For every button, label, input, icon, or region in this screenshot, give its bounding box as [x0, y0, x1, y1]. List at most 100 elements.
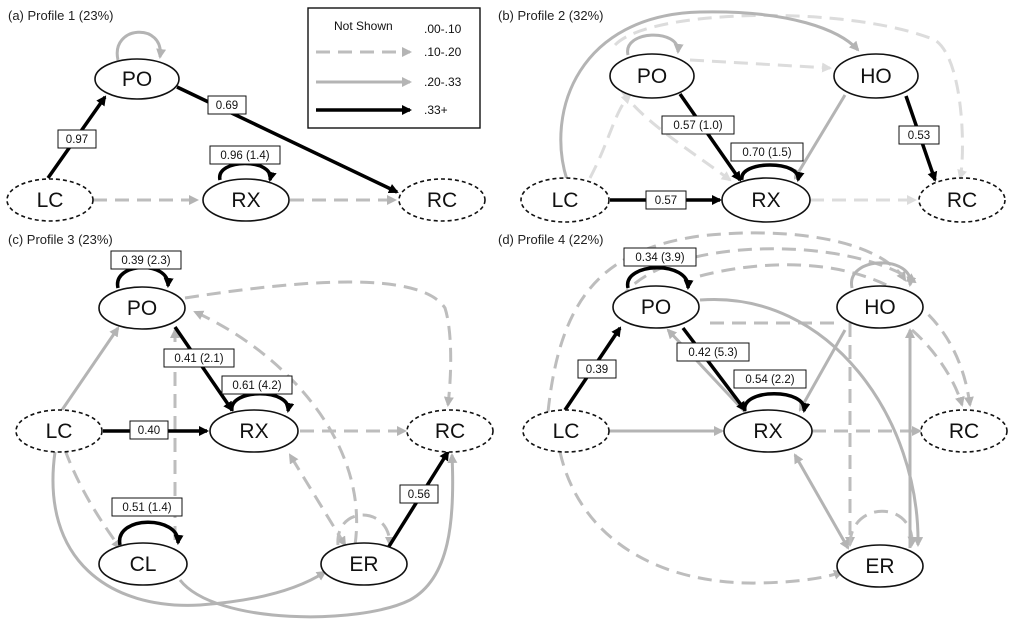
- edge-lc-ho: [559, 10, 860, 181]
- panel-a: (a) Profile 1 (23%) PO LC RX RC 0.97 0.6…: [6, 8, 486, 222]
- edge-cl-rc: [178, 453, 458, 619]
- panel-a-label: (a) Profile 1 (23%): [8, 8, 113, 23]
- edge-label: 0.57: [655, 195, 677, 207]
- node-rc: [398, 178, 486, 222]
- edge-lc-er: [558, 451, 844, 585]
- node-ho-label: HO: [864, 296, 896, 319]
- edge-ho-rx: [793, 94, 847, 180]
- edge-label: 0.54 (2.2): [745, 374, 794, 386]
- node-ho-label: HO: [860, 65, 892, 88]
- panel-c-label: (c) Profile 3 (23%): [8, 232, 113, 247]
- edge-ho-ho: [850, 261, 917, 289]
- node-er: [320, 542, 408, 586]
- edge-label-box: [163, 348, 235, 368]
- edge-po-rx: [681, 326, 747, 412]
- edge-rx-rx: [743, 392, 811, 413]
- legend-range-2: .10-.20: [424, 45, 462, 59]
- edge-rx-rx: [740, 163, 805, 182]
- node-rx: [721, 177, 811, 223]
- edge-label-box: [733, 369, 807, 389]
- edge-po-rx-weak: [618, 87, 732, 182]
- edge-label-box: [730, 142, 804, 162]
- edge-label-box: [623, 247, 697, 267]
- legend-range-3: .20-.33: [424, 75, 462, 89]
- edge-ho-rc: [911, 328, 965, 407]
- edge-label: 0.61 (4.2): [232, 380, 281, 392]
- edge-po-rx: [173, 326, 234, 412]
- edge-label: 0.53: [908, 130, 930, 142]
- edge-rx-po: [666, 328, 747, 414]
- legend-not-shown: Not Shown: [334, 19, 393, 33]
- node-lc: [15, 409, 103, 453]
- edge-label: 0.51 (1.4): [122, 502, 171, 514]
- edge-po-er: [699, 298, 924, 547]
- edge-label-box: [645, 190, 687, 210]
- edge-rx-rx: [230, 392, 295, 413]
- node-lc-label: LC: [552, 189, 579, 212]
- edge-label: 0.57 (1.0): [673, 120, 722, 132]
- node-lc-label: LC: [37, 189, 64, 212]
- edge-er-er: [848, 509, 918, 547]
- panel-b-label: (b) Profile 2 (32%): [498, 8, 603, 23]
- edge-label-box: [111, 497, 183, 517]
- node-rx: [209, 409, 299, 453]
- node-rx: [723, 409, 813, 453]
- edge-po-rc: [184, 280, 454, 407]
- edge-po-po: [116, 265, 174, 289]
- legend-range-1: .00-.10: [424, 22, 462, 36]
- node-rx-label: RX: [751, 189, 780, 212]
- node-rc-label: RC: [427, 189, 457, 212]
- node-lc: [6, 178, 94, 222]
- node-ho: [833, 53, 919, 99]
- edge-label: 0.96 (1.4): [220, 150, 269, 162]
- node-rc: [920, 409, 1008, 453]
- edge-er-er: [336, 513, 395, 547]
- node-cl: [98, 542, 188, 586]
- edge-label: 0.70 (1.5): [742, 147, 791, 159]
- edge-rx-rx: [218, 161, 277, 182]
- edge-label-box: [221, 375, 293, 395]
- node-po-label: PO: [127, 297, 157, 320]
- node-er: [836, 544, 924, 588]
- node-po: [98, 286, 186, 330]
- edge-lc-er: [51, 451, 327, 607]
- node-lc-label: LC: [46, 420, 73, 443]
- edge-lc-po: [60, 326, 120, 411]
- panel-b: (b) Profile 2 (32%) PO HO LC RX RC 0.57 …: [498, 8, 1006, 223]
- node-rc: [918, 177, 1006, 223]
- edge-label-box: [207, 95, 247, 115]
- edge-label-box: [129, 420, 169, 440]
- node-er-label: ER: [865, 555, 894, 578]
- edge-label: 0.34 (3.9): [635, 252, 684, 264]
- panel-d-label: (d) Profile 4 (22%): [498, 232, 603, 247]
- edge-label: 0.97: [66, 134, 88, 146]
- edge-ho-rx: [798, 329, 847, 412]
- edge-cl-cl: [118, 520, 184, 546]
- edge-label: 0.69: [216, 100, 238, 112]
- node-lc: [522, 409, 610, 453]
- edge-label: 0.42 (5.3): [688, 347, 737, 359]
- legend: Not Shown .00-.10 .10-.20 .20-.33 .33+: [307, 7, 481, 129]
- node-cl-label: CL: [130, 553, 157, 576]
- edge-lc-ho: [546, 231, 907, 413]
- node-po: [612, 285, 700, 329]
- edge-label: 0.56: [408, 489, 430, 501]
- node-po: [609, 53, 695, 99]
- node-rc-label: RC: [947, 189, 977, 212]
- edge-label-box: [399, 484, 439, 504]
- node-er-label: ER: [349, 553, 378, 576]
- edge-po-rc: [613, 13, 967, 180]
- node-lc: [520, 177, 610, 223]
- node-rx: [202, 178, 290, 222]
- edge-label-box: [110, 250, 182, 270]
- edge-label-box: [577, 359, 617, 379]
- edge-label: 0.40: [138, 425, 160, 437]
- legend-box: [307, 7, 481, 129]
- edge-po-ho-arc: [618, 247, 917, 301]
- node-po-label: PO: [122, 68, 152, 91]
- node-rc-label: RC: [949, 420, 979, 443]
- edge-er-po: [193, 310, 359, 546]
- edge-po-po: [626, 33, 684, 56]
- node-po: [94, 58, 180, 100]
